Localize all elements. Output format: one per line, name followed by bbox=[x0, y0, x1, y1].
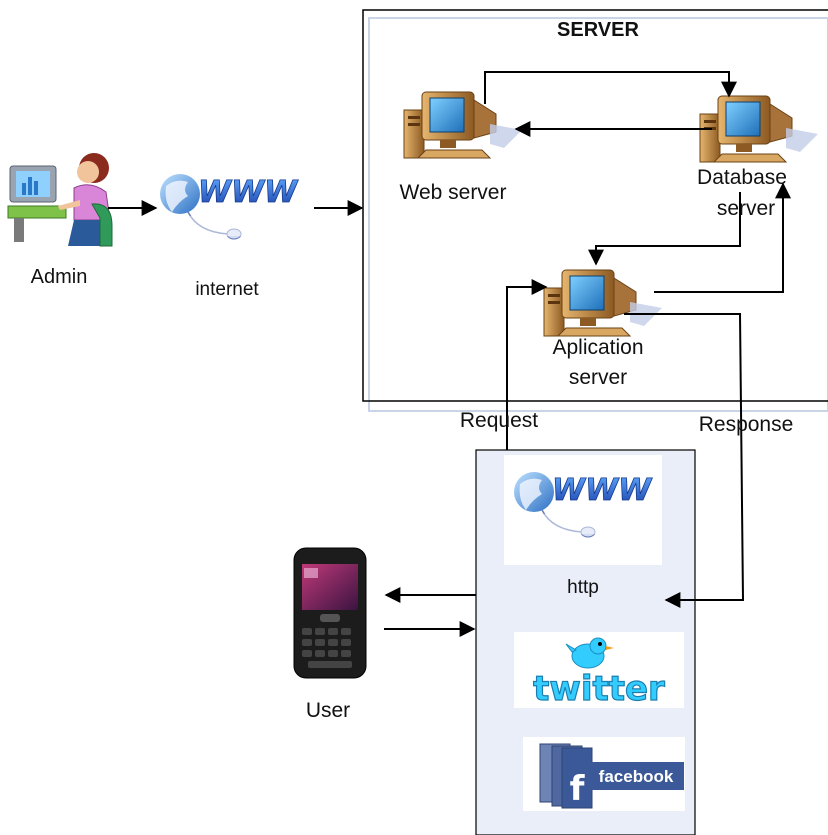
database-server-label-line2: server bbox=[717, 197, 775, 220]
response-label: Response bbox=[699, 413, 794, 436]
edge-request bbox=[506, 279, 548, 450]
edge-database-to-appserver bbox=[588, 192, 741, 266]
internet-label: internet bbox=[195, 279, 259, 300]
server-box-title: SERVER bbox=[557, 19, 639, 41]
desktop-computer-icon bbox=[403, 91, 523, 159]
application-server-node: Aplication server bbox=[543, 269, 663, 389]
internet-node: internet bbox=[157, 173, 300, 300]
www-globe-icon bbox=[157, 173, 300, 240]
user-node: User bbox=[293, 547, 367, 722]
application-server-label-line1: Aplication bbox=[552, 336, 643, 359]
database-server-node: Database server bbox=[697, 95, 819, 220]
twitter-bird-icon bbox=[565, 637, 614, 669]
application-server-label-line2: server bbox=[569, 366, 627, 389]
edge-webserver-to-database bbox=[484, 71, 737, 104]
web-server-node: Web server bbox=[400, 91, 523, 204]
facebook-logo-icon: f bbox=[539, 743, 684, 809]
edge-response bbox=[624, 313, 745, 608]
user-label: User bbox=[306, 699, 350, 722]
twitter-node: twitter bbox=[514, 632, 684, 710]
web-server-label: Web server bbox=[400, 181, 507, 204]
facebook-logo-text: facebook bbox=[599, 767, 674, 786]
server-box-shadow bbox=[368, 17, 828, 412]
desktop-computer-icon bbox=[699, 95, 819, 163]
admin-node: Admin bbox=[7, 153, 113, 288]
request-label: Request bbox=[460, 409, 538, 432]
twitter-logo-text: twitter bbox=[533, 669, 665, 709]
http-node: http bbox=[504, 455, 662, 598]
desktop-computer-icon bbox=[543, 269, 663, 337]
database-server-label-line1: Database bbox=[697, 166, 787, 189]
admin-label: Admin bbox=[31, 266, 88, 288]
facebook-node: f facebook bbox=[523, 737, 685, 811]
svg-text:f: f bbox=[570, 769, 586, 809]
smartphone-icon bbox=[293, 547, 367, 679]
woman-at-computer-icon bbox=[7, 153, 113, 247]
www-globe-icon bbox=[511, 471, 654, 538]
http-label: http bbox=[567, 577, 599, 598]
edges bbox=[108, 71, 791, 637]
edge-appserver-to-database bbox=[654, 182, 791, 293]
